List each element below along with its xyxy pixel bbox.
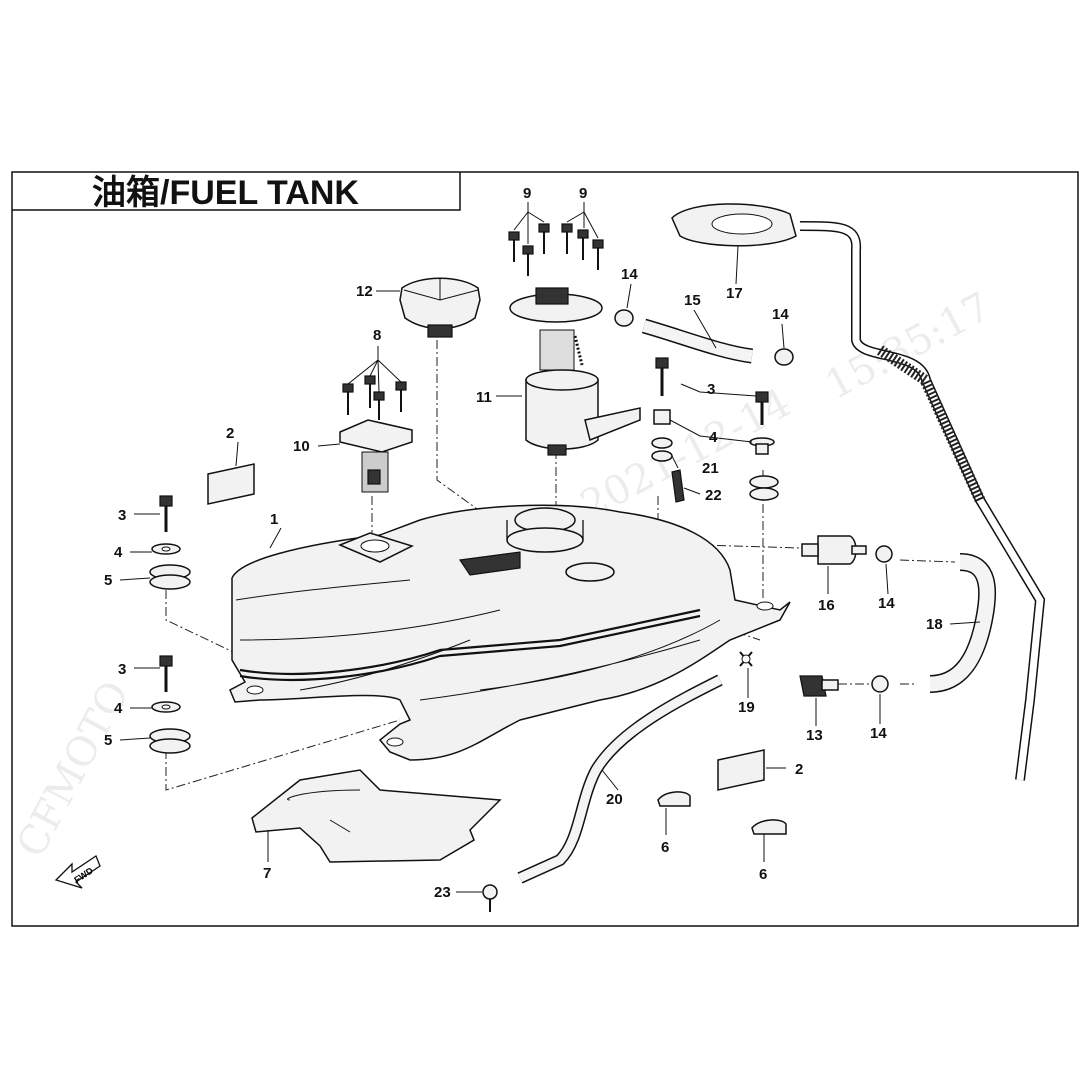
callout-2-left: 2 [226, 425, 234, 442]
fuel-level-sensor-part[interactable] [339, 419, 413, 493]
callout-14-b: 14 [772, 306, 789, 323]
bolt-9-group[interactable] [508, 223, 604, 276]
callout-14-c: 14 [878, 595, 895, 612]
callout-16: 16 [818, 597, 835, 614]
heat-shield-7-part[interactable] [251, 769, 502, 863]
clip-6-a-part[interactable] [657, 791, 691, 807]
clamp-14-d[interactable] [871, 675, 889, 693]
washer-4-left-bottom[interactable] [151, 701, 181, 713]
hose-18-part[interactable] [929, 553, 997, 693]
callout-2-right: 2 [795, 761, 803, 778]
fuel-pump-part[interactable] [509, 287, 641, 456]
callout-6-b: 6 [759, 866, 767, 883]
callout-21: 21 [702, 460, 719, 477]
callout-23: 23 [434, 884, 451, 901]
callout-12: 12 [356, 283, 373, 300]
clip-6-b-part[interactable] [751, 819, 787, 835]
canister-17-part[interactable] [671, 203, 797, 247]
fuel-cap-part[interactable] [399, 277, 481, 338]
callout-3-left-top: 3 [118, 507, 126, 524]
callout-9-b: 9 [579, 185, 587, 202]
callout-4-left-top: 4 [114, 544, 123, 561]
callout-9-a: 9 [523, 185, 531, 202]
clamp-14-c[interactable] [875, 545, 893, 563]
pad-2-left-part[interactable] [207, 463, 255, 505]
callout-8: 8 [373, 327, 381, 344]
callout-15: 15 [684, 292, 701, 309]
callout-17: 17 [726, 285, 743, 302]
grommet-5-left-bottom[interactable] [149, 728, 191, 754]
callout-3-left-bottom: 3 [118, 661, 126, 678]
callout-22: 22 [705, 487, 722, 504]
watermark-time: 15:35:17 [818, 284, 998, 409]
leader-lines [119, 202, 981, 893]
mount-21-b[interactable] [749, 475, 779, 501]
hose-15-part[interactable] [641, 318, 754, 364]
clip-22-part[interactable] [671, 469, 685, 503]
hose-20-part[interactable] [517, 674, 723, 884]
connector-13-part[interactable] [799, 675, 839, 697]
callout-4-right: 4 [709, 429, 718, 446]
title-box [12, 172, 461, 211]
diagram-frame [11, 171, 1079, 927]
callout-labels: 1 2 2 3 3 3 4 4 4 5 5 6 6 7 8 9 9 10 11 … [104, 185, 943, 901]
grommet-5-left-top[interactable] [149, 564, 191, 590]
clamp-14-b[interactable] [774, 348, 794, 366]
fuel-tank-part[interactable] [229, 504, 791, 761]
callout-1: 1 [270, 511, 278, 528]
callout-20: 20 [606, 791, 623, 808]
callout-14-a: 14 [621, 266, 638, 283]
bolt-3-left-top[interactable] [159, 495, 173, 532]
diagram-title: 油箱/FUEL TANK [92, 174, 359, 212]
bolt-3-right-a[interactable] [655, 357, 669, 396]
bolt-3-left-bottom[interactable] [159, 655, 173, 692]
callout-11: 11 [476, 389, 492, 406]
callout-18: 18 [926, 616, 943, 633]
fuel-filter-16-part[interactable] [801, 535, 867, 565]
callout-3-right: 3 [707, 381, 715, 398]
bolt-3-right-b[interactable] [755, 391, 769, 425]
fwd-arrow-icon: FWD [54, 855, 101, 889]
clip-23-part[interactable] [482, 884, 498, 912]
callout-10: 10 [293, 438, 310, 455]
callout-6-a: 6 [661, 839, 669, 856]
clip-19-part[interactable] [739, 651, 753, 667]
spacer-4-right-a[interactable] [653, 409, 671, 425]
callout-14-d: 14 [870, 725, 887, 742]
vent-tube-part [799, 221, 1046, 781]
mount-21-a[interactable] [651, 437, 673, 462]
bolt-8-group[interactable] [342, 375, 407, 420]
callout-5-bottom: 5 [104, 732, 112, 749]
callout-4-left-bottom: 4 [114, 700, 123, 717]
callout-13: 13 [806, 727, 823, 744]
washer-4-right-b[interactable] [749, 437, 775, 455]
callout-19: 19 [738, 699, 755, 716]
pad-2-right-part[interactable] [717, 749, 765, 791]
clamp-14-a[interactable] [614, 309, 634, 327]
callout-7: 7 [263, 865, 271, 882]
callout-5-top: 5 [104, 572, 112, 589]
washer-4-left-top[interactable] [151, 543, 181, 555]
